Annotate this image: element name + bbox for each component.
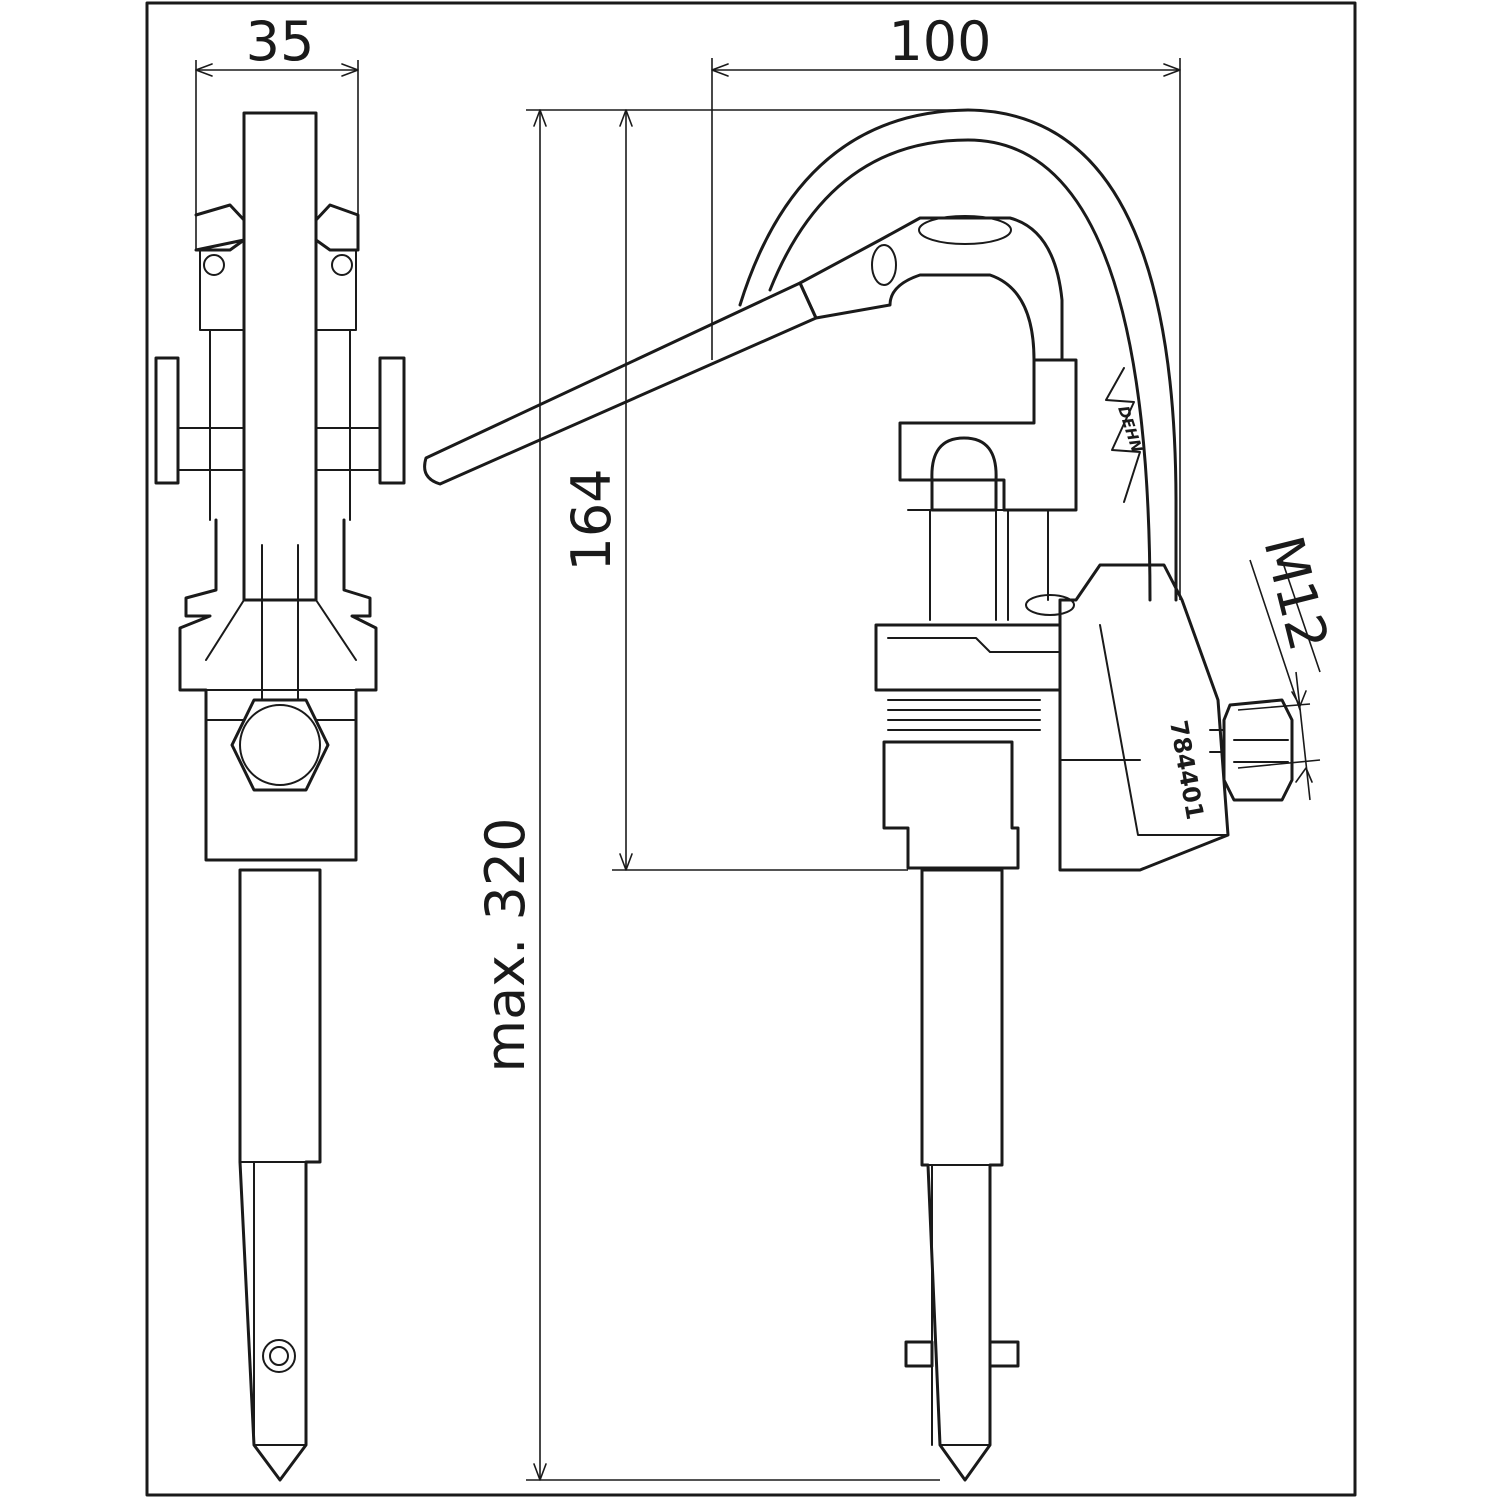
dim-m12-arrows (1291, 690, 1313, 783)
side-threads (887, 699, 1041, 731)
drawing-border (145, 1, 1357, 1497)
side-clamp-knob (930, 436, 998, 512)
part-number: 784401 (1164, 718, 1209, 822)
dimension-100: 100 (711, 10, 1181, 600)
front-claw-pin-right (331, 254, 353, 276)
side-handle (423, 281, 818, 486)
front-top-claw (194, 203, 360, 252)
front-claw-pin-left (203, 254, 225, 276)
front-body (178, 518, 378, 862)
side-nut-line (887, 637, 1061, 653)
front-nut-face (239, 704, 321, 786)
front-rod (238, 868, 322, 1482)
dim-m12-label: M12 (1251, 530, 1340, 657)
side-hook-outer (738, 108, 1178, 602)
front-wing-left (154, 356, 180, 485)
front-view (154, 111, 406, 1482)
side-cross-pin (904, 1340, 1020, 1368)
dimension-35: 35 (195, 10, 359, 250)
side-housing (1058, 563, 1230, 872)
side-bolt-head (1222, 698, 1294, 802)
side-view (423, 108, 1294, 1482)
dim-100-arrows (711, 63, 1181, 77)
dim-35-arrows (195, 63, 359, 77)
dim-320-label: max. 320 (474, 817, 537, 1072)
front-bar (242, 111, 318, 602)
dim-m12-line (1295, 671, 1311, 801)
side-rod-lines (921, 1164, 1003, 1446)
side-hook-inner (768, 138, 1152, 602)
side-nut-block (874, 623, 1062, 692)
dim-164-arrows (619, 109, 633, 871)
dim-35-extension (195, 60, 359, 250)
dim-100-extension (711, 58, 1181, 600)
front-inner-lines (261, 544, 299, 701)
side-jaw-eye (918, 215, 1012, 245)
side-housing-pin (1025, 594, 1075, 616)
front-rod-hole (262, 1339, 296, 1373)
dim-m12-leader (1249, 559, 1321, 711)
front-claw-body (199, 249, 357, 331)
side-base (882, 740, 1020, 870)
front-side-rails (209, 329, 351, 521)
side-clamp-block (898, 358, 1078, 512)
side-jaw (798, 216, 1064, 362)
dim-320-arrows (533, 109, 547, 1481)
front-rod-lines (239, 1161, 321, 1446)
dimension-320: max. 320 (474, 109, 940, 1481)
dim-164-label: 164 (560, 468, 623, 571)
dehn-logo: DEHN (1105, 367, 1146, 503)
front-rod-hole-inner (269, 1346, 289, 1366)
front-body-lines (205, 599, 357, 721)
dim-35-label: 35 (246, 10, 315, 73)
lightning-icon (1105, 367, 1141, 503)
side-housing-lines (1059, 624, 1229, 836)
dim-100-label: 100 (888, 10, 991, 73)
side-clamp-stem (907, 509, 1049, 621)
side-jaw-pin (871, 244, 897, 286)
front-wing-right (378, 356, 406, 485)
side-bolt-lines (1233, 739, 1289, 763)
dim-164-extension (612, 109, 968, 871)
front-hex-nut (230, 698, 330, 792)
dimension-164: 164 (560, 109, 968, 871)
